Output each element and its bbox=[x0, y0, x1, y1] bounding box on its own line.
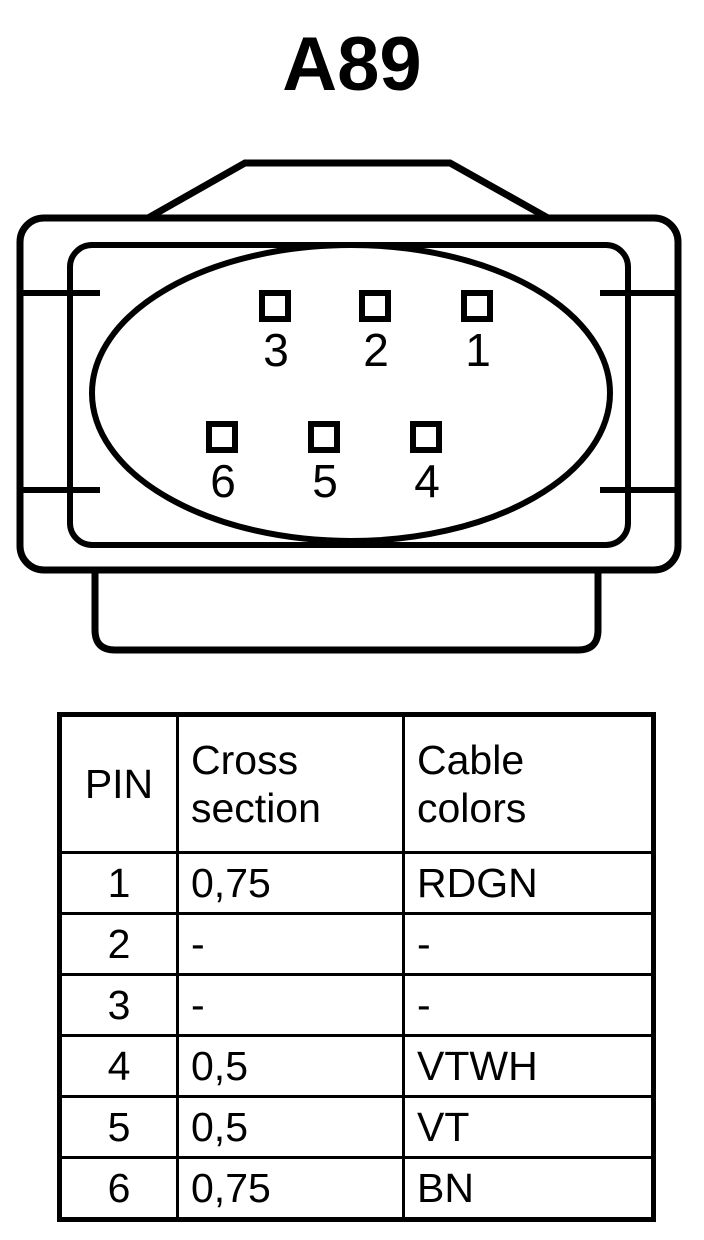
pin-cavity-5: 5 bbox=[308, 421, 340, 507]
column-header-cable-colors-line1: Cable bbox=[417, 737, 525, 783]
cell-pin: 3 bbox=[58, 973, 179, 1037]
pin-square-4 bbox=[410, 421, 442, 453]
column-header-pin-label: PIN bbox=[84, 761, 154, 807]
cell-cable-colors: VTWH bbox=[402, 1034, 655, 1098]
cell-cross-section: 0,75 bbox=[176, 851, 405, 915]
connector-latch-tab bbox=[146, 159, 550, 222]
table-row: 6 0,75 BN bbox=[58, 1156, 655, 1221]
cell-cable-colors: VT bbox=[402, 1095, 655, 1159]
pin-cavity-6: 6 bbox=[206, 421, 238, 507]
column-header-pin: PIN bbox=[58, 713, 179, 854]
page-title: A89 bbox=[282, 22, 422, 107]
cell-cross-section: 0,5 bbox=[176, 1095, 405, 1159]
table-row: 4 0,5 VTWH bbox=[58, 1034, 655, 1098]
cell-cable-colors: RDGN bbox=[402, 851, 655, 915]
cell-pin: 6 bbox=[58, 1156, 179, 1221]
pin-cavity-2: 2 bbox=[359, 290, 391, 376]
cell-cable-colors: - bbox=[402, 973, 655, 1037]
cell-cable-colors: BN bbox=[402, 1156, 655, 1221]
pin-number-1: 1 bbox=[465, 324, 491, 376]
pin-square-6 bbox=[206, 421, 238, 453]
pin-cavity-4: 4 bbox=[410, 421, 442, 507]
table-header-row: PIN Cross section Cable colors bbox=[58, 713, 655, 854]
column-header-cross-section: Cross section bbox=[176, 713, 405, 854]
table-row: 2 - - bbox=[58, 912, 655, 976]
connector-bottom-tab bbox=[91, 570, 602, 654]
pin-square-2 bbox=[359, 290, 391, 322]
cell-pin: 5 bbox=[58, 1095, 179, 1159]
column-header-cable-colors: Cable colors bbox=[402, 713, 655, 854]
connector-inner-frame bbox=[67, 242, 631, 548]
pin-cavity-3: 3 bbox=[259, 290, 291, 376]
column-header-cable-colors-line2: colors bbox=[417, 785, 527, 831]
cell-cross-section: - bbox=[176, 973, 405, 1037]
pin-cavity-1: 1 bbox=[461, 290, 493, 376]
pin-number-6: 6 bbox=[210, 455, 236, 507]
pin-square-5 bbox=[308, 421, 340, 453]
cell-pin: 2 bbox=[58, 912, 179, 976]
pinout-table: PIN Cross section Cable colors 1 0,75 bbox=[57, 712, 656, 1222]
pin-number-2: 2 bbox=[363, 324, 389, 376]
cell-pin: 4 bbox=[58, 1034, 179, 1098]
cell-cable-colors: - bbox=[402, 912, 655, 976]
pinout-table-container: PIN Cross section Cable colors 1 0,75 bbox=[57, 712, 656, 1222]
cell-cross-section: 0,75 bbox=[176, 1156, 405, 1221]
connector-oval-cavity bbox=[89, 242, 613, 544]
cell-pin: 1 bbox=[58, 851, 179, 915]
table-row: 5 0,5 VT bbox=[58, 1095, 655, 1159]
connector-diagram: 3 2 1 6 5 4 bbox=[16, 159, 682, 654]
cell-cross-section: - bbox=[176, 912, 405, 976]
pin-number-3: 3 bbox=[263, 324, 289, 376]
pin-number-4: 4 bbox=[414, 455, 440, 507]
pin-number-5: 5 bbox=[312, 455, 338, 507]
table-row: 1 0,75 RDGN bbox=[58, 851, 655, 915]
table-row: 3 - - bbox=[58, 973, 655, 1037]
column-header-cross-section-line2: section bbox=[191, 785, 321, 831]
cell-cross-section: 0,5 bbox=[176, 1034, 405, 1098]
pin-square-1 bbox=[461, 290, 493, 322]
connector-outer-shell bbox=[16, 214, 682, 574]
pin-square-3 bbox=[259, 290, 291, 322]
column-header-cross-section-line1: Cross bbox=[191, 737, 299, 783]
